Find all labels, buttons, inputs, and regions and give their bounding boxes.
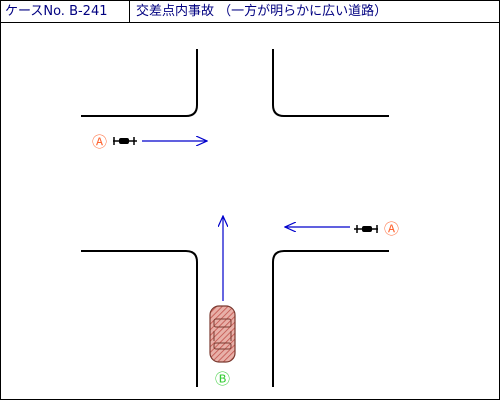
car-b: Ⓑ [209,216,236,388]
case-title: 交差点内事故 （一方が明らかに広い道路） [136,4,388,19]
car-icon [209,305,236,363]
vehicle-a-label-right: Ⓐ [384,220,399,238]
road-corner-top-left [81,49,198,117]
road-corner-bottom-left [81,250,198,387]
motorcycle-a-right: Ⓐ [285,220,399,238]
road-corner-bottom-right [272,250,389,387]
motorcycle-a-left: Ⓐ [92,133,207,151]
road-corner-top-right [272,49,389,117]
vehicle-a-label-left: Ⓐ [92,133,107,151]
motorcycle-icon [113,137,137,145]
road-edges [81,49,389,387]
vehicle-b-label: Ⓑ [215,370,230,388]
case-header: ケースNo. B-241 交差点内事故 （一方が明らかに広い道路） [1,1,499,23]
case-number: ケースNo. B-241 [1,1,130,22]
motorcycle-icon [354,225,378,233]
